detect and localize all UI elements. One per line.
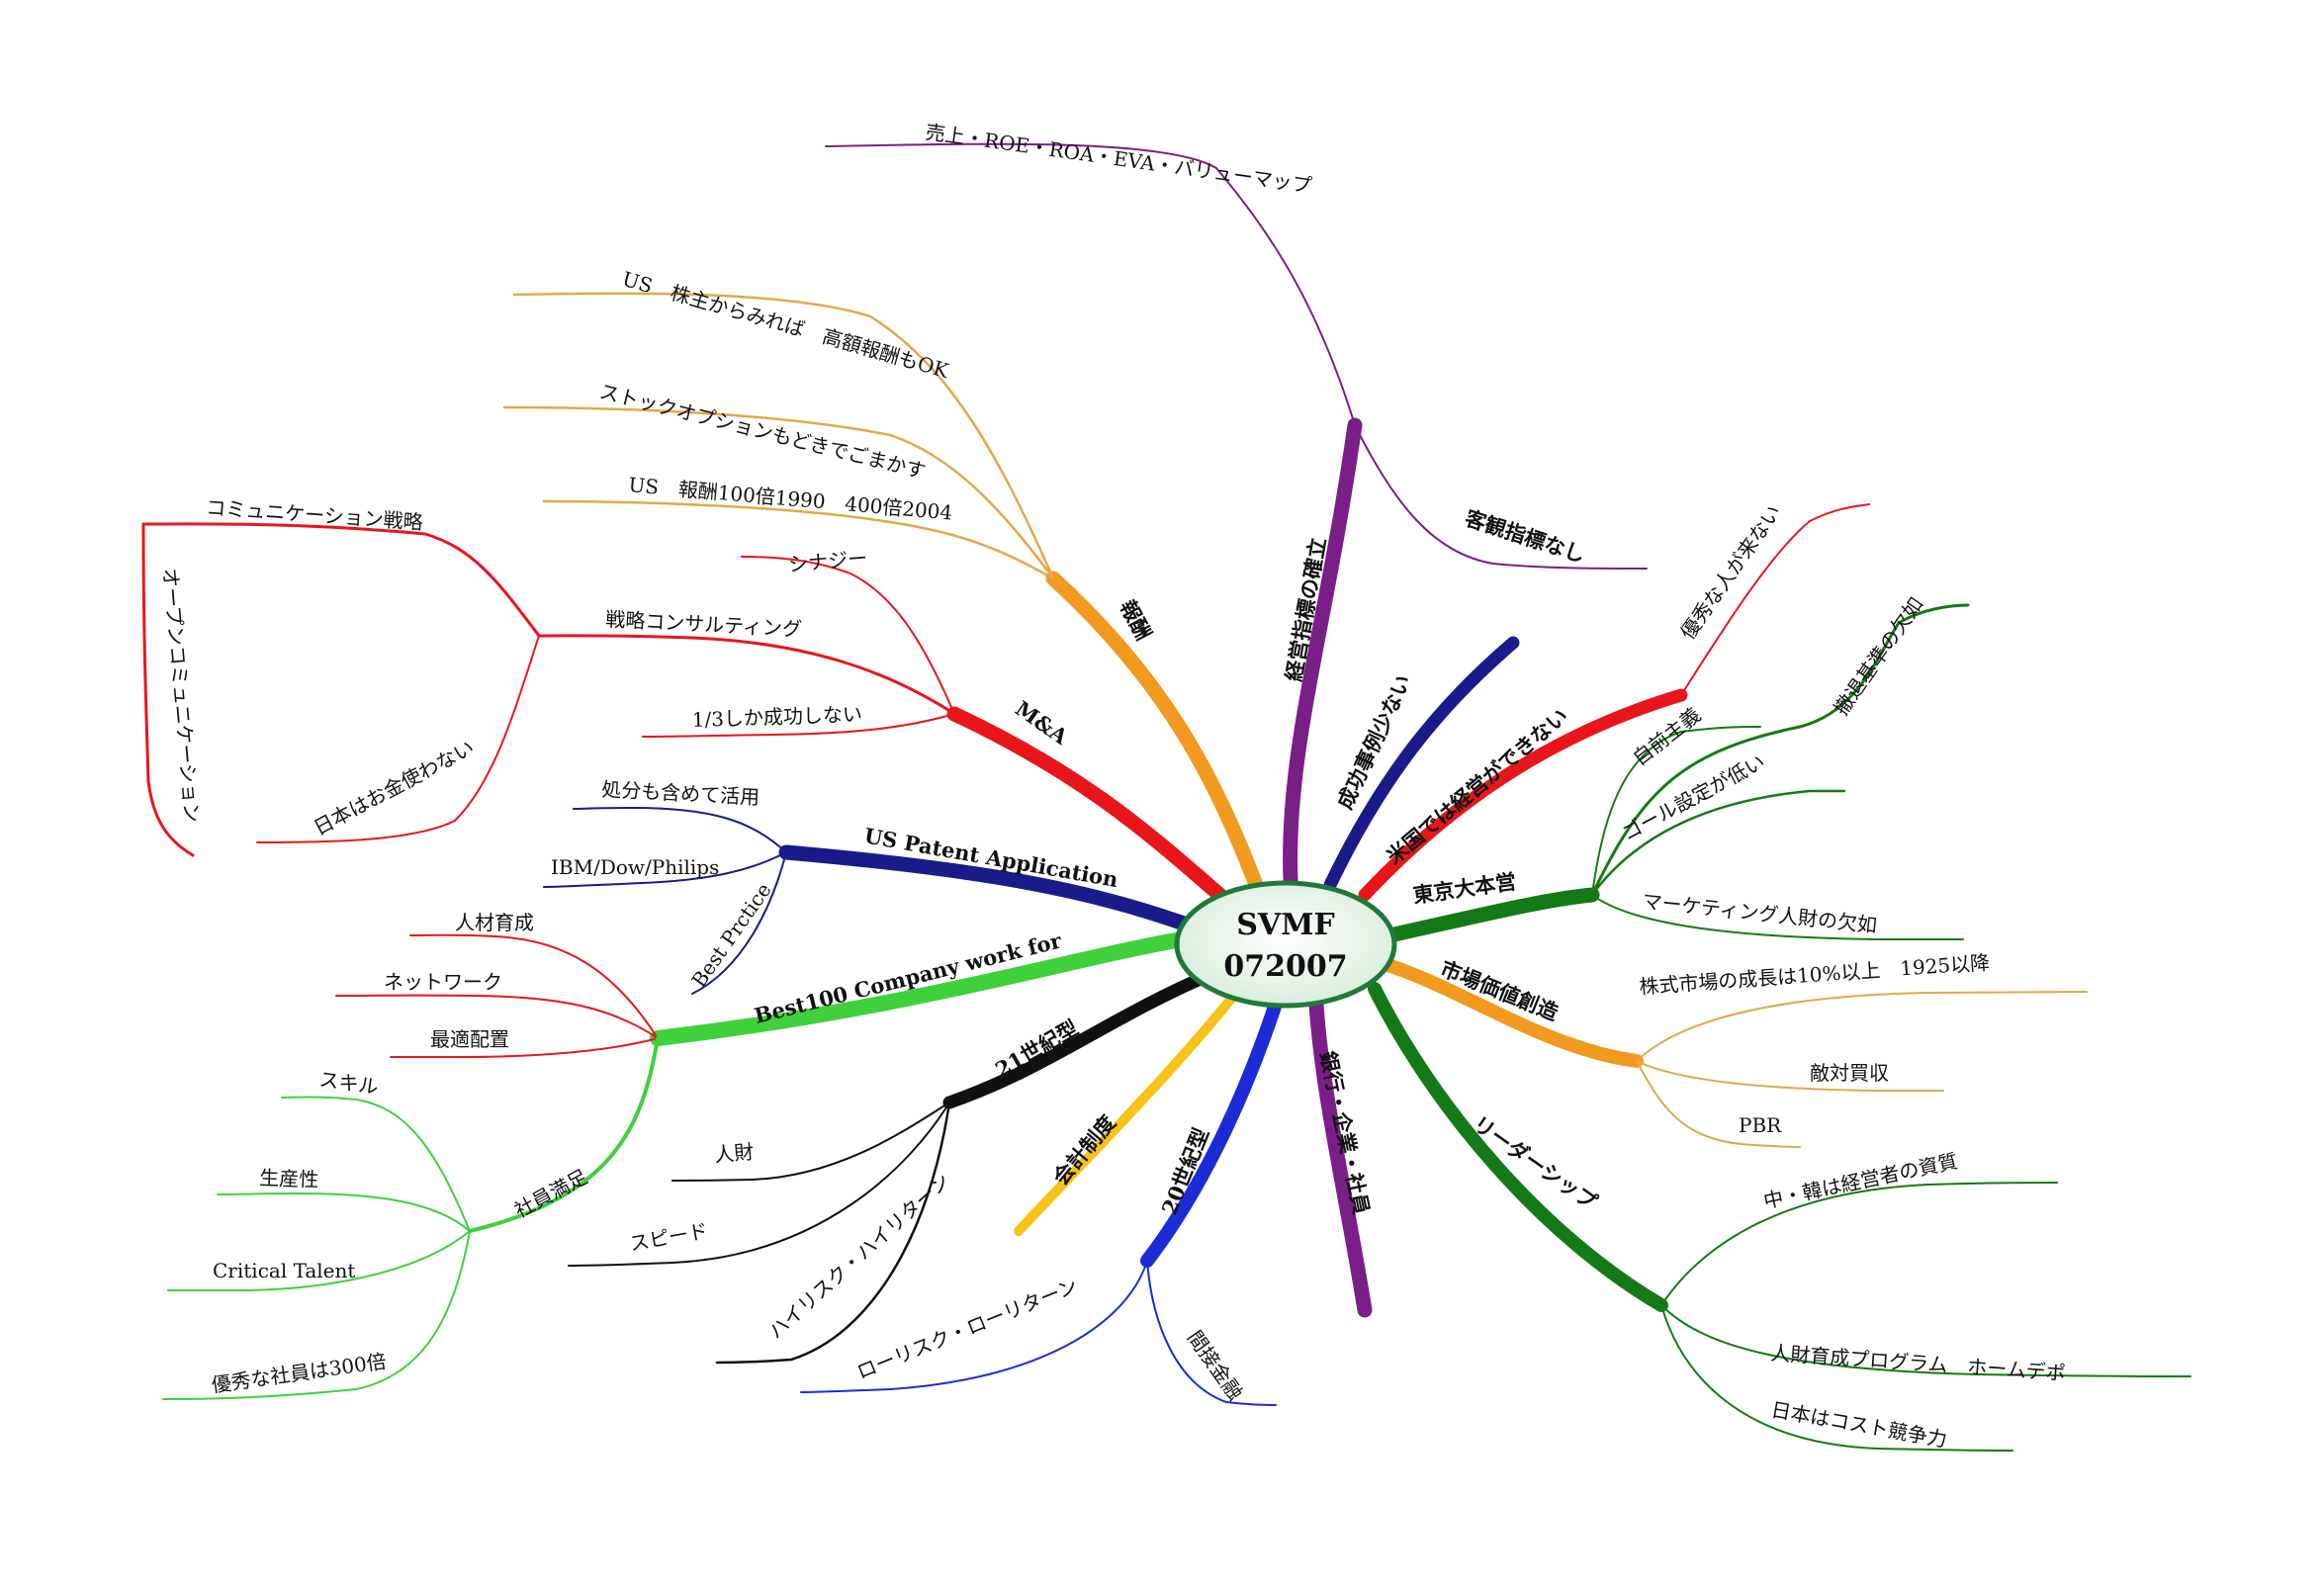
line-open-comm	[141, 522, 195, 857]
line-seisan	[217, 1191, 471, 1232]
line-jimae	[1591, 726, 1761, 896]
line-tekkyo	[1590, 603, 1970, 897]
leaf-seisan[interactable]: 生産性	[259, 1166, 319, 1191]
line-skill	[281, 1096, 471, 1232]
line-kyakkan	[1354, 424, 1648, 570]
line-us-houshu	[542, 499, 1055, 580]
line-lowrisk	[800, 1260, 1148, 1393]
leaf-synergy[interactable]: シナジー	[787, 546, 868, 576]
label-ginkou[interactable]: 銀行・企業・社員	[1315, 1049, 1374, 1217]
branch-ginkou	[1307, 981, 1373, 1318]
line-stock	[502, 405, 1055, 580]
line-seikou13	[642, 713, 955, 738]
leaf-bestprctice[interactable]: Best Prctice	[686, 878, 775, 991]
line-yuushuu-kuru	[1680, 503, 1870, 696]
center-node[interactable]: SVMF 072007	[1174, 880, 1397, 1009]
branch-kaikei	[1014, 994, 1236, 1236]
leaf-okane[interactable]: 日本はお金使わない	[310, 736, 478, 840]
leaf-shobun[interactable]: 処分も含めて活用	[601, 777, 760, 809]
leaf-kyakkan[interactable]: 客観指標なし	[1462, 505, 1588, 568]
leaf-us-houshu[interactable]: US 報酬100倍1990 400倍2004	[628, 473, 954, 525]
leaf-marketing[interactable]: マーケティング人財の欠如	[1641, 889, 1878, 937]
leaf-us-kabunushi[interactable]: US 株主からみれば 高額報酬もOK	[620, 267, 952, 384]
line-jinzai-ikusei	[409, 933, 659, 1039]
leaf-kansetsu[interactable]: 間接金融	[1183, 1326, 1248, 1404]
branch-keiei	[1283, 417, 1363, 888]
leaf-seikou13[interactable]: 1/3しか成功しない	[691, 702, 862, 732]
branch-tokyo	[1386, 887, 1600, 942]
leaf-jinzai[interactable]: 人財	[713, 1140, 755, 1167]
center-title: SVMF	[1236, 908, 1334, 942]
line-critical	[167, 1230, 471, 1291]
line-cost	[1660, 1304, 2013, 1452]
leaf-stock[interactable]: ストックオプションもどきでごまかす	[597, 380, 929, 484]
line-chuukan	[1660, 1182, 2058, 1306]
branch-leader	[1368, 982, 1668, 1312]
line-jinzai-prog	[1660, 1304, 2191, 1377]
line-comm	[141, 522, 541, 638]
label-beikoku[interactable]: 米国では経営ができない	[1382, 703, 1572, 869]
branch-best100	[650, 931, 1190, 1046]
line-uriage	[825, 142, 1356, 426]
label-kaikei[interactable]: 会計制度	[1048, 1110, 1120, 1190]
line-kabushiki	[1636, 991, 2088, 1062]
label-houshu[interactable]: 報酬	[1116, 596, 1157, 645]
leaf-critical[interactable]: Critical Talent	[213, 1259, 355, 1282]
line-shain	[468, 1036, 660, 1233]
leaf-tekkyo[interactable]: 撤退基準の欠如	[1829, 592, 1927, 719]
branch-ma	[946, 706, 1239, 913]
leaf-jinzai-prog[interactable]: 人財育成プログラム ホームデポ	[1770, 1341, 2067, 1385]
line-us-kabunushi	[512, 292, 1055, 580]
line-highrisk	[715, 1101, 951, 1365]
leaf-cost[interactable]: 日本はコスト競争力	[1769, 1397, 1948, 1452]
leaf-pbr[interactable]: PBR	[1739, 1113, 1782, 1137]
line-saiteki	[390, 1037, 659, 1059]
leaf-yuushuu300[interactable]: 優秀な社員は300倍	[210, 1349, 388, 1397]
leaf-jinzai-ikusei[interactable]: 人材育成	[455, 911, 534, 934]
leaf-lowrisk[interactable]: ローリスク・ローリターン	[853, 1274, 1081, 1384]
line-pbr	[1636, 1060, 1801, 1148]
line-bestprctice	[691, 851, 787, 995]
branch-seikou	[1323, 636, 1520, 892]
leaf-ibm[interactable]: IBM/Dow/Philips	[551, 855, 719, 879]
leaf-open-comm[interactable]: オープンコミュニケーション	[158, 567, 204, 824]
leaf-shain[interactable]: 社員満足	[510, 1165, 591, 1223]
branch-beikoku	[1358, 688, 1688, 902]
center-subtitle: 072007	[1223, 949, 1347, 984]
line-kansetsu	[1146, 1260, 1277, 1406]
leaf-uriage[interactable]: 売上・ROE・ROA・EVA・バリューマップ	[924, 120, 1313, 198]
line-jinzai	[671, 1102, 950, 1182]
branch-c20	[1140, 997, 1283, 1268]
leaf-network[interactable]: ネットワーク	[384, 970, 502, 994]
label-tokyo[interactable]: 東京大本営	[1411, 869, 1517, 908]
label-seikou[interactable]: 成功事例少ない	[1332, 670, 1416, 813]
branch-uspatent	[778, 844, 1195, 932]
leaf-tekitai[interactable]: 敵対買収	[1810, 1061, 1889, 1085]
branch-shijou	[1378, 957, 1644, 1068]
line-tekitai	[1636, 1060, 1944, 1092]
leaf-chuukan[interactable]: 中・韓は経営者の資質	[1761, 1149, 1960, 1213]
leaf-kabushiki[interactable]: 株式市場の成長は10%以上 1925以降	[1639, 950, 1991, 999]
leaf-comm[interactable]: コミュニケーション戦略	[206, 495, 424, 534]
line-yuushuu300	[162, 1230, 471, 1400]
leaf-skill[interactable]: スキル	[317, 1067, 380, 1099]
leaf-speed[interactable]: スピード	[628, 1218, 710, 1256]
line-ibm	[543, 851, 787, 888]
line-okane	[256, 635, 540, 843]
line-marketing	[1591, 894, 1964, 941]
line-shobun	[573, 806, 787, 853]
line-network	[335, 994, 659, 1039]
leaf-saiteki[interactable]: 最適配置	[430, 1027, 509, 1051]
line-synergy	[741, 556, 955, 715]
center-ellipse	[1174, 880, 1397, 1009]
branch-houshu	[1045, 571, 1264, 893]
branch-c21	[942, 967, 1218, 1109]
leaf-yuushuu-kuru[interactable]: 優秀な人が来ない	[1675, 500, 1785, 644]
line-speed	[568, 1102, 950, 1267]
line-goal	[1590, 789, 1846, 897]
line-senryaku	[537, 634, 956, 716]
